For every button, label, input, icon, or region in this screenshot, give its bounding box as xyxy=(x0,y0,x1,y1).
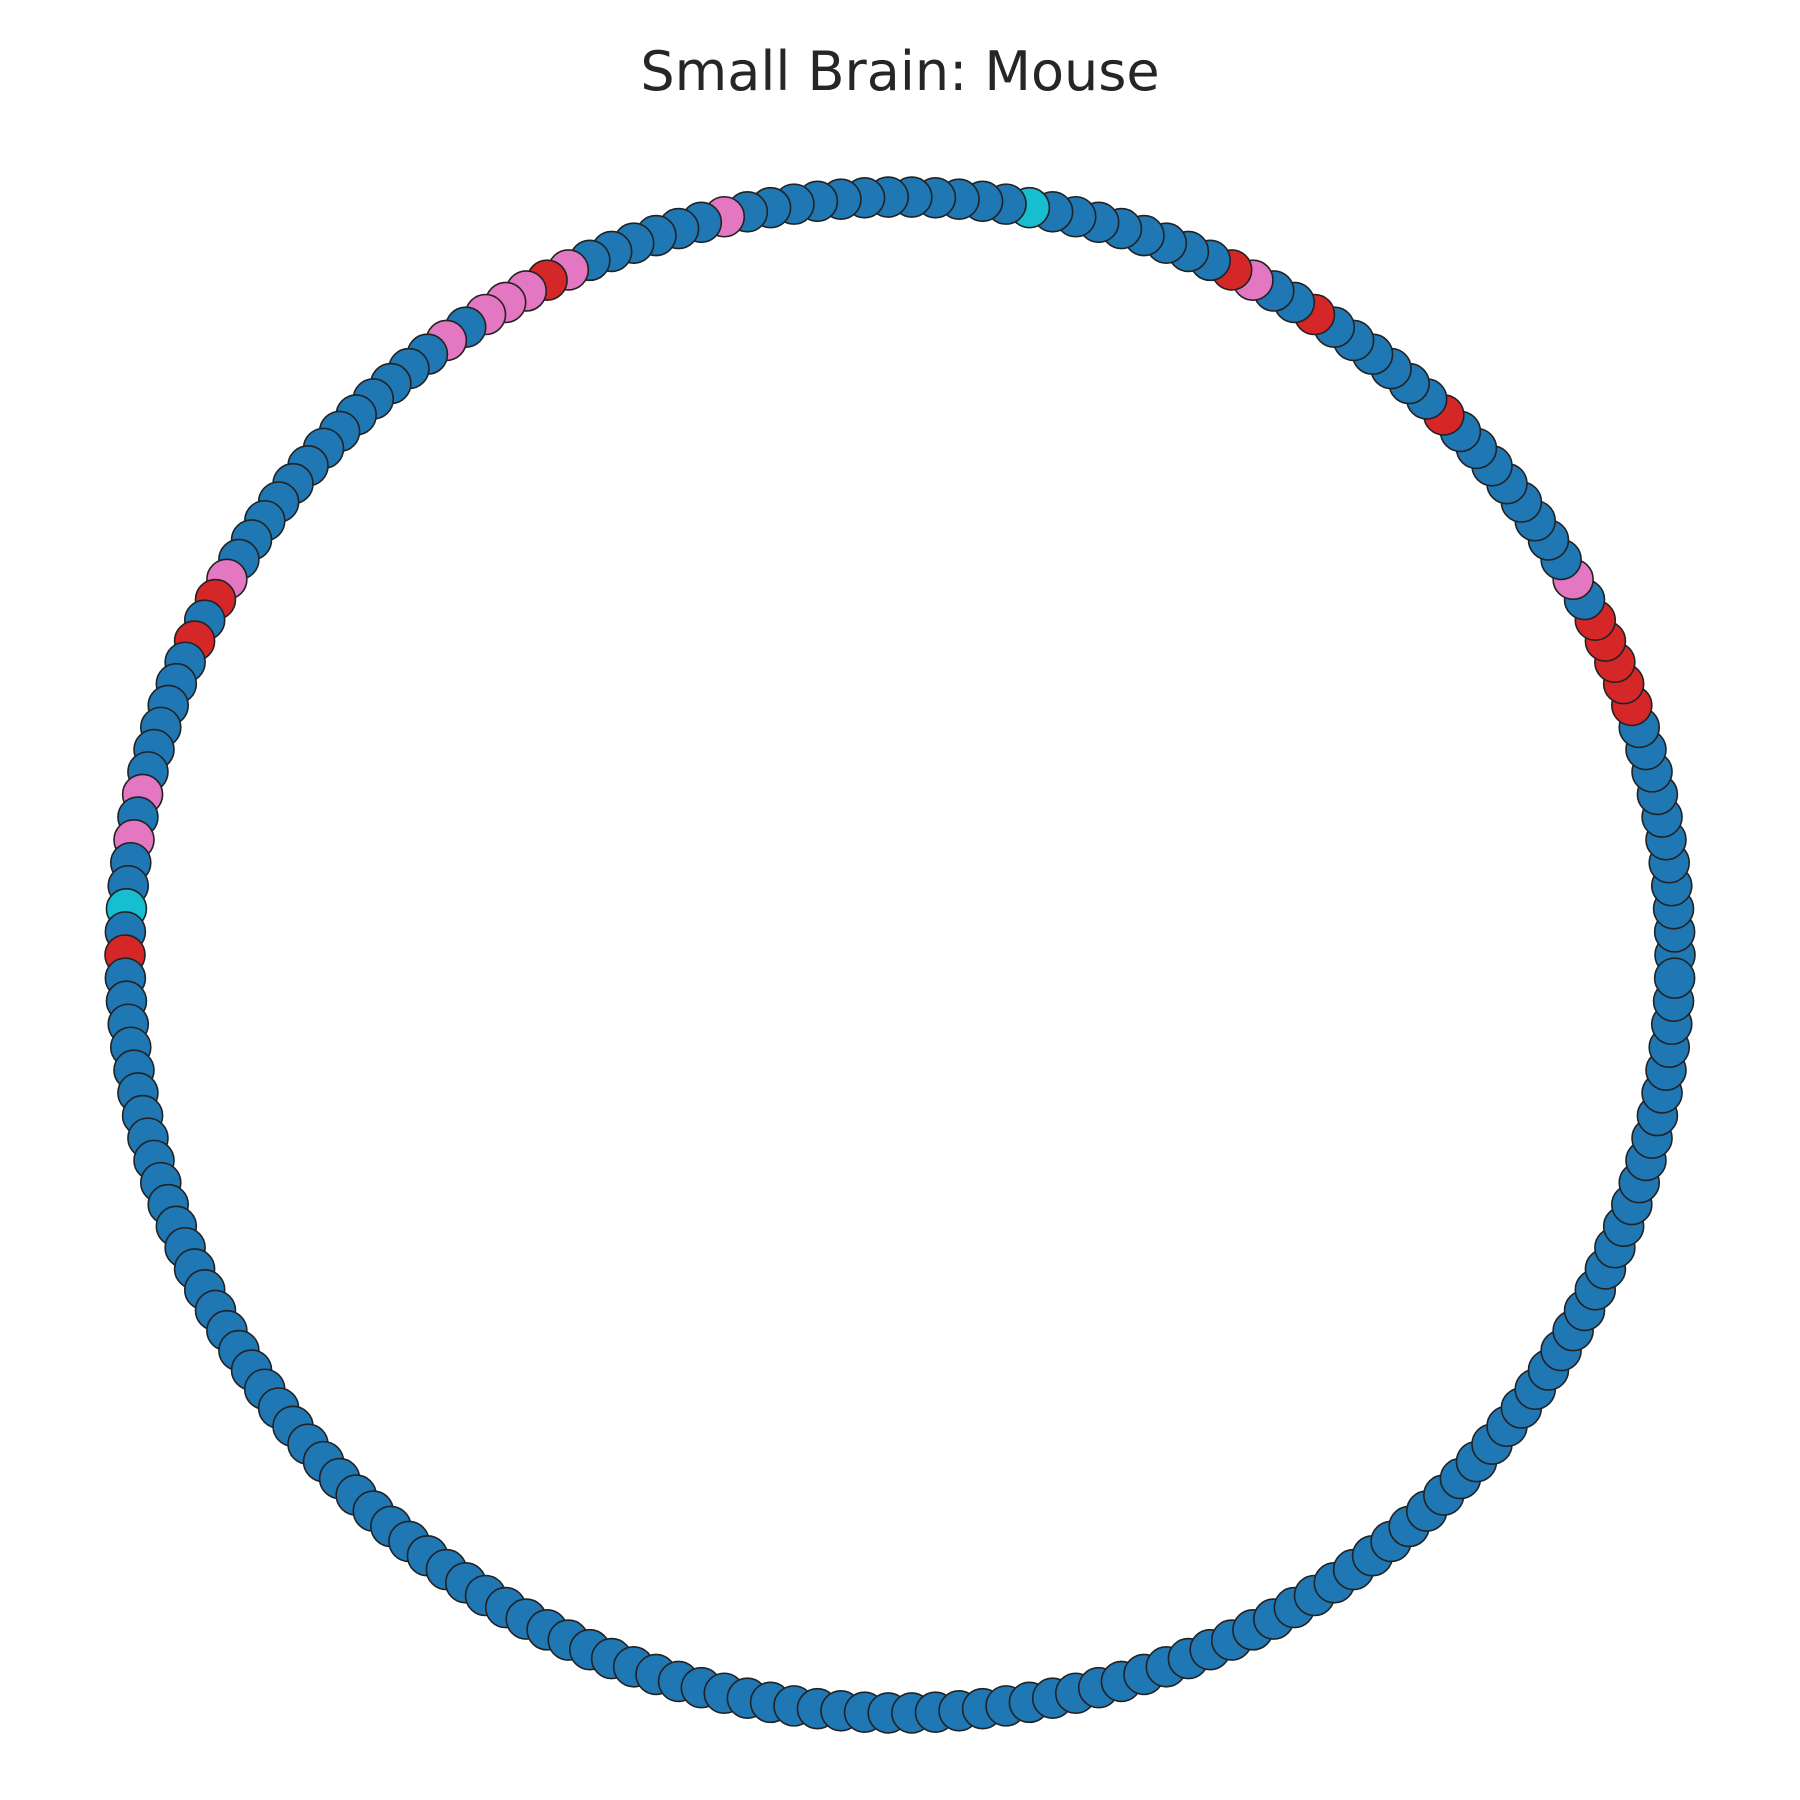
node-ring xyxy=(104,176,1696,1734)
node-blue xyxy=(1653,957,1696,999)
figure-title: Small Brain: Mouse xyxy=(640,40,1160,103)
